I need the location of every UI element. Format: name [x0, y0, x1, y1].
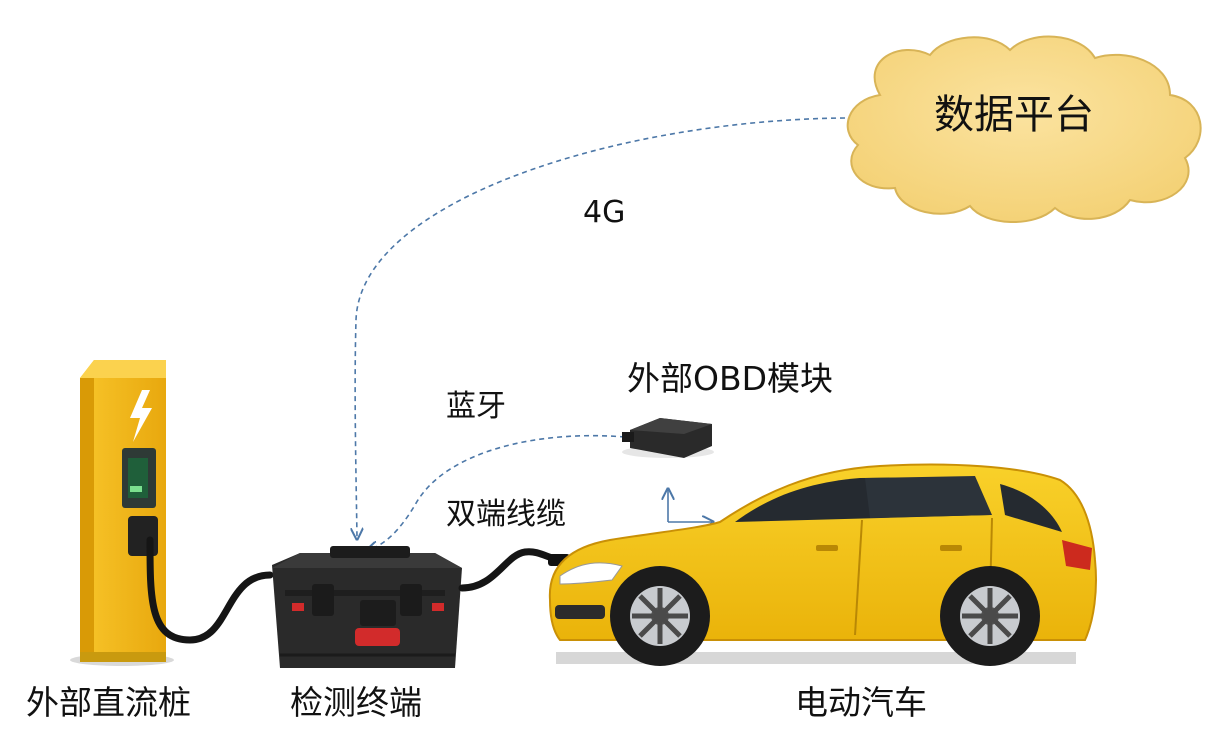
dc-charging-pile-label: 外部直流桩	[26, 683, 191, 722]
front-wheel	[610, 566, 710, 666]
pile-cable	[146, 536, 274, 644]
detection-terminal-label: 检测终端	[290, 683, 422, 722]
electric-car	[548, 463, 1097, 666]
data-platform-label: 数据平台	[934, 92, 1094, 138]
dual-end-cable-label: 双端线缆	[446, 497, 566, 532]
obd-module-label: 外部OBD模块	[627, 359, 834, 398]
dual-end-cable	[458, 548, 566, 592]
obd-position-arrows	[668, 490, 712, 522]
dc-charging-pile	[70, 360, 174, 666]
bluetooth-label: 蓝牙	[446, 389, 506, 424]
4g-link-line	[355, 117, 846, 538]
bluetooth-link-line	[368, 434, 626, 550]
4g-label: 4G	[583, 195, 626, 230]
cloud-shape	[846, 35, 1202, 224]
obd-module-device	[622, 418, 714, 458]
electric-car-label: 电动汽车	[795, 683, 927, 722]
rear-wheel	[940, 566, 1040, 666]
detection-terminal-case	[272, 546, 462, 668]
